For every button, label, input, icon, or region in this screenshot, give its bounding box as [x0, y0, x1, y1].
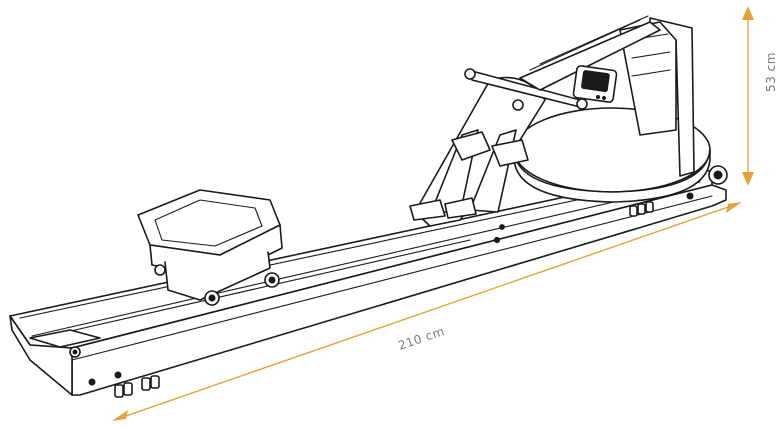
arrow-head-icon	[112, 410, 128, 421]
length-label: 210 cm	[396, 324, 446, 353]
seat	[137, 189, 283, 306]
length-dimension: 210 cm	[112, 202, 742, 421]
length-dimension-line	[119, 204, 735, 419]
arrow-head-icon	[726, 202, 742, 213]
handle-and-monitor	[464, 15, 661, 110]
rail-frame	[9, 165, 728, 398]
height-dimension: 53 cm	[742, 6, 778, 186]
arrow-head-icon	[742, 172, 754, 186]
foot-stretcher	[409, 76, 546, 227]
height-label: 53 cm	[764, 52, 778, 92]
arrow-head-icon	[742, 6, 754, 20]
